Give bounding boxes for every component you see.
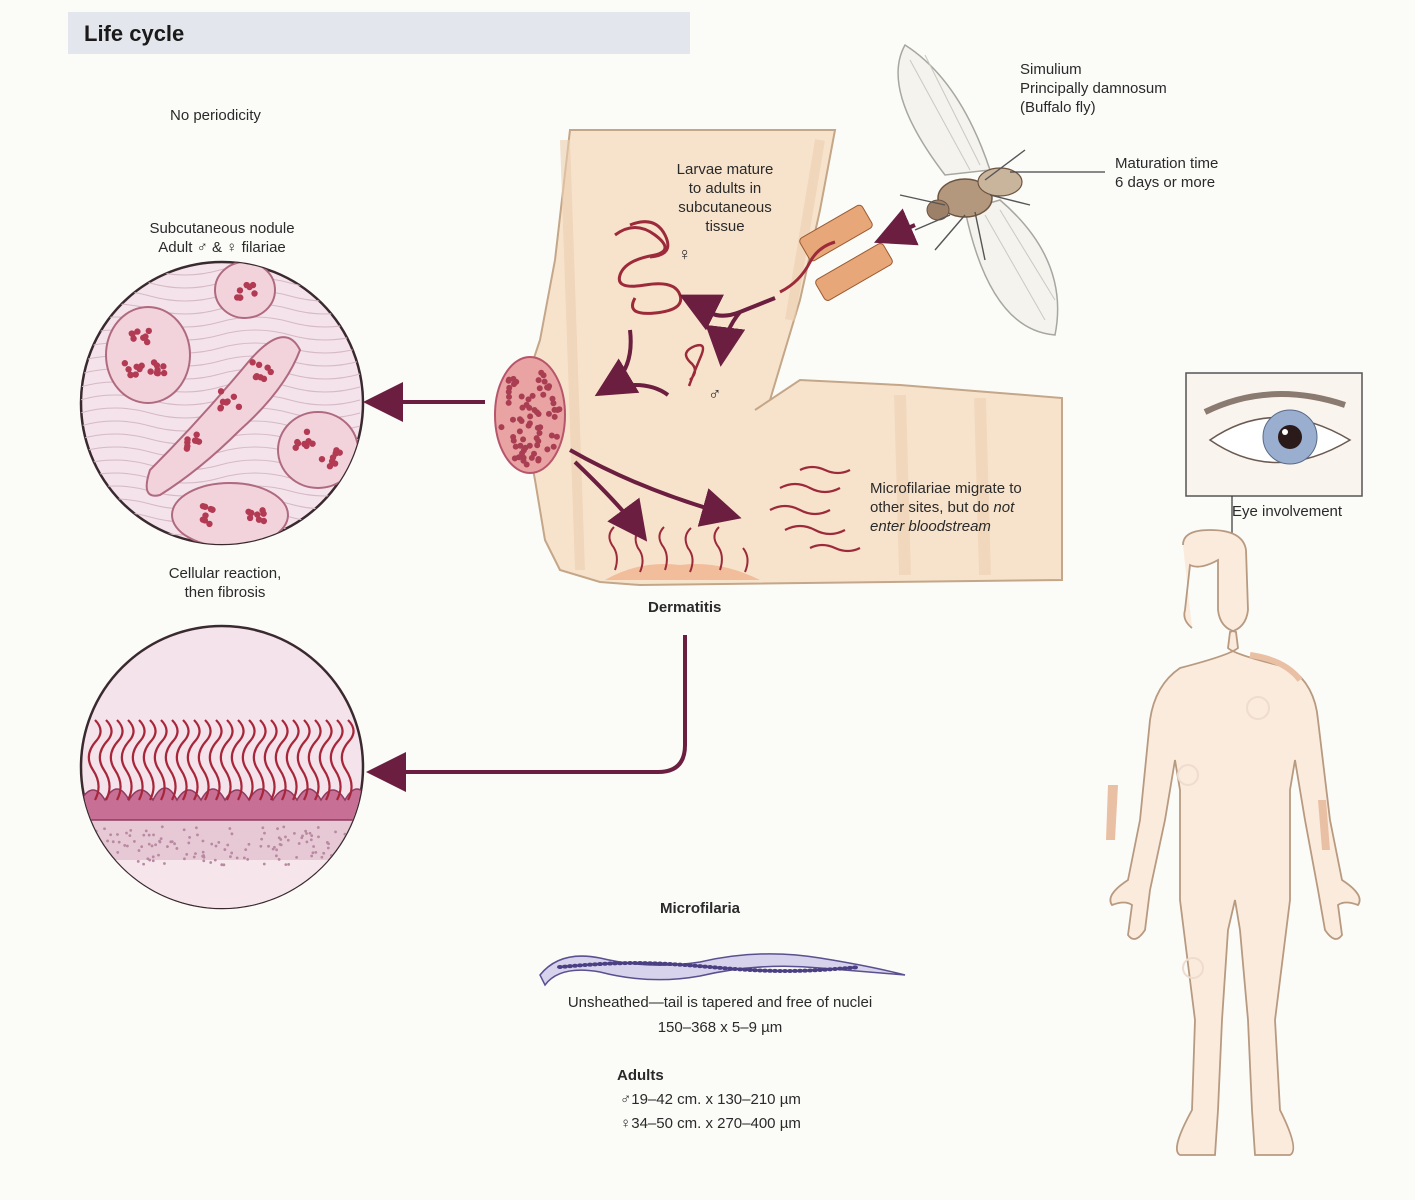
vector-label-line1: Simulium	[1020, 60, 1167, 79]
larvae-label-line1: Larvae mature	[655, 160, 795, 179]
maturation-label: Maturation time 6 days or more	[1115, 154, 1218, 192]
dermatitis-label: Dermatitis	[648, 598, 721, 617]
vector-label: Simulium Principally damnosum (Buffalo f…	[1020, 60, 1167, 117]
nodule-label: Subcutaneous nodule Adult ♂ & ♀ filariae	[120, 219, 324, 257]
larvae-label-line3: subcutaneous	[655, 198, 795, 217]
larvae-label-line4: tissue	[655, 217, 795, 236]
subcutaneous-nodule	[495, 357, 565, 473]
maturation-label-line2: 6 days or more	[1115, 173, 1218, 192]
reaction-label: Cellular reaction, then fibrosis	[130, 564, 320, 602]
nodule-cross-section-circle	[80, 262, 363, 548]
male-symbol: ♂	[708, 385, 722, 404]
reaction-label-line1: Cellular reaction,	[130, 564, 320, 583]
migrate-label-line1: Microfilariae migrate to	[870, 479, 1022, 498]
larvae-label: Larvae mature to adults in subcutaneous …	[655, 160, 795, 236]
adults-title: Adults	[617, 1066, 664, 1085]
vector-label-line2: Principally damnosum	[1020, 79, 1167, 98]
microfilaria-size: 150–368 x 5–9 µm	[570, 1018, 870, 1037]
migrate-label-line2: other sites, but do	[870, 499, 989, 516]
adults-male: ♂19–42 cm. x 130–210 µm	[620, 1090, 801, 1109]
periodicity-label: No periodicity	[170, 106, 261, 125]
eye-label: Eye involvement	[1232, 502, 1342, 521]
maturation-label-line1: Maturation time	[1115, 154, 1218, 173]
microfilaria-desc: Unsheathed—tail is tapered and free of n…	[520, 993, 920, 1012]
larvae-label-line2: to adults in	[655, 179, 795, 198]
vector-label-line3: (Buffalo fly)	[1020, 98, 1167, 117]
nodule-label-line1: Subcutaneous nodule	[120, 219, 324, 238]
female-symbol: ♀	[678, 245, 692, 264]
migrate-label-not: not	[993, 499, 1014, 516]
reaction-label-line2: then fibrosis	[130, 583, 320, 602]
nodule-label-line2: Adult ♂ & ♀ filariae	[120, 238, 324, 257]
microfilaria-title: Microfilaria	[620, 899, 780, 918]
migrate-label: Microfilariae migrate to other sites, bu…	[870, 479, 1022, 536]
migrate-label-line3: enter bloodstream	[870, 517, 1022, 536]
eye-inset	[1186, 373, 1362, 496]
microfilaria-drawing	[540, 954, 905, 985]
dermatitis-cross-section-circle	[81, 626, 369, 910]
adults-female: ♀34–50 cm. x 270–400 µm	[620, 1114, 801, 1133]
